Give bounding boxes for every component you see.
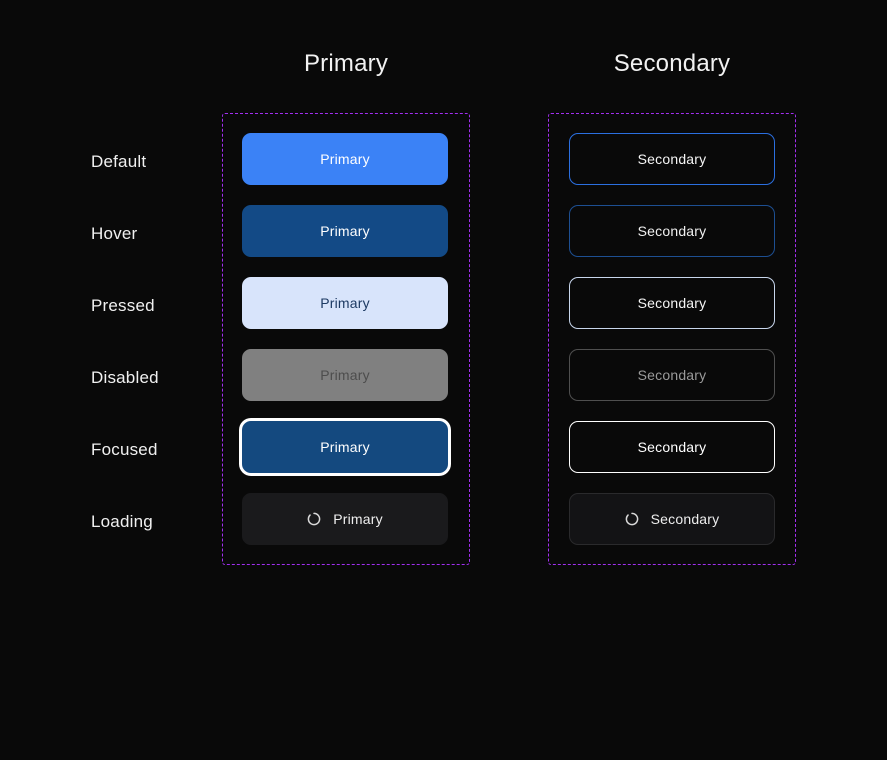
- primary-button-pressed-label: Primary: [320, 295, 370, 311]
- primary-button-focused-label: Primary: [320, 439, 370, 455]
- spinner-icon: [307, 512, 321, 526]
- group-box-secondary: [548, 113, 796, 565]
- primary-button-default[interactable]: Primary: [242, 133, 448, 185]
- row-label-hover: Hover: [91, 224, 138, 243]
- secondary-button-focused-label: Secondary: [637, 439, 707, 455]
- primary-button-pressed[interactable]: Primary: [242, 277, 448, 329]
- primary-button-focused[interactable]: Primary: [242, 421, 448, 473]
- secondary-button-pressed[interactable]: Secondary: [569, 277, 775, 329]
- row-label-default: Default: [91, 152, 147, 171]
- secondary-button-pressed-label: Secondary: [637, 295, 707, 311]
- primary-button-disabled-label: Primary: [320, 367, 370, 383]
- row-label-pressed: Pressed: [91, 296, 155, 315]
- primary-button-loading[interactable]: Primary: [242, 493, 448, 545]
- spinner-icon: [625, 512, 639, 526]
- column-header-primary: Primary: [303, 50, 389, 77]
- primary-button-disabled: Primary: [242, 349, 448, 401]
- secondary-button-default-label: Secondary: [637, 151, 707, 167]
- column-header-secondary: Secondary: [613, 50, 731, 77]
- row-label-loading: Loading: [91, 512, 153, 531]
- secondary-button-loading-label: Secondary: [650, 511, 720, 527]
- secondary-button-loading[interactable]: Secondary: [569, 493, 775, 545]
- secondary-button-focused[interactable]: Secondary: [569, 421, 775, 473]
- secondary-button-default[interactable]: Secondary: [569, 133, 775, 185]
- secondary-button-disabled: Secondary: [569, 349, 775, 401]
- row-label-focused: Focused: [91, 440, 158, 459]
- group-box-primary: [222, 113, 470, 565]
- secondary-button-hover-label: Secondary: [637, 223, 707, 239]
- primary-button-loading-label: Primary: [333, 511, 383, 527]
- secondary-button-disabled-label: Secondary: [637, 367, 707, 383]
- row-label-disabled: Disabled: [91, 368, 159, 387]
- secondary-button-hover[interactable]: Secondary: [569, 205, 775, 257]
- primary-button-hover[interactable]: Primary: [242, 205, 448, 257]
- primary-button-default-label: Primary: [320, 151, 370, 167]
- primary-button-hover-label: Primary: [320, 223, 370, 239]
